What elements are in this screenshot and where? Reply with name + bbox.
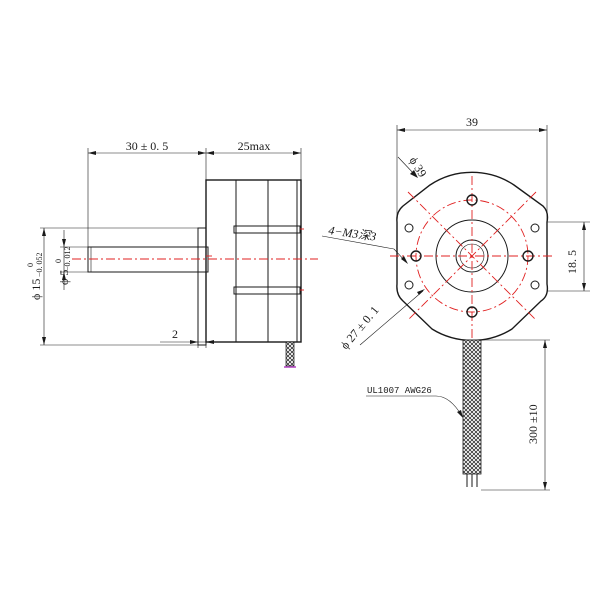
arrowhead: [62, 272, 66, 280]
arrowhead: [543, 482, 547, 490]
boss-diameter-label: ϕ 15 0 −0. 052: [26, 252, 44, 300]
lead-length-label-group: 300 ±10: [526, 404, 540, 444]
arrowhead: [401, 256, 408, 264]
boss-height-label: 2: [172, 327, 178, 341]
mount-holes-label: 4−M3深3: [328, 223, 378, 244]
boss-tol-upper: 0: [26, 263, 35, 267]
arrowhead: [417, 289, 425, 295]
boss-tol-lower: −0. 052: [35, 252, 44, 277]
shaft-length-label: 30 ± 0. 5: [126, 139, 169, 153]
mount-hole: [404, 280, 414, 290]
arrowhead: [410, 170, 418, 178]
mount-holes-leader: [321, 235, 395, 250]
shaft: [87, 246, 209, 273]
arrowhead: [198, 151, 206, 155]
arrowhead: [293, 151, 301, 155]
arrowhead: [582, 283, 586, 291]
dim-bolt-circle-line: [359, 290, 424, 346]
bolt-hole: [522, 250, 534, 262]
frame-diameter-label-group: ϕ 39: [406, 154, 429, 180]
mount-hole: [404, 223, 414, 233]
wire-spec-label: UL1007 AWG26: [367, 386, 432, 396]
body-length-label: 25max: [238, 139, 271, 153]
arrowhead: [206, 151, 214, 155]
screw-rod-top: [233, 225, 301, 234]
flat-height-label-group: 18. 5: [565, 250, 579, 274]
boss: [197, 227, 207, 346]
shaft-diameter-label: ϕ 5 0 −0. 012: [54, 246, 72, 285]
arrowhead: [42, 228, 46, 236]
arrowhead: [62, 239, 66, 247]
frame-width-label: 39: [466, 115, 478, 129]
front-view: 39 ϕ 39 4−M3深3 ϕ 27 ± 0. 1 18. 5: [321, 115, 590, 491]
shaft-tol-upper: 0: [54, 259, 63, 263]
arrowhead: [543, 340, 547, 348]
bolt-circle-label: ϕ 27 ± 0. 1: [338, 303, 382, 352]
arrowhead: [539, 128, 547, 132]
lead-length-label: 300 ±10: [526, 404, 540, 444]
arrowhead: [397, 128, 405, 132]
mount-hole: [530, 223, 540, 233]
front-centerline-diag: [407, 191, 537, 321]
arrowhead: [88, 151, 96, 155]
shaft-diameter-main: ϕ 5: [57, 270, 71, 285]
side-view: 30 ± 0. 5 25max ϕ 15 0 −0. 052 ϕ 5 0 −0.…: [26, 139, 318, 368]
motor-body: [205, 179, 302, 343]
bolt-hole: [466, 194, 478, 206]
boss-diameter-main: ϕ 15: [29, 279, 43, 300]
arrowhead: [190, 340, 198, 344]
mount-hole: [530, 280, 540, 290]
bolt-hole: [466, 306, 478, 318]
side-lead-wire: [285, 341, 295, 367]
screw-rod-bottom: [233, 286, 301, 295]
flat-height-label: 18. 5: [565, 250, 579, 274]
arrowhead: [206, 340, 214, 344]
flange-outline: [396, 171, 549, 342]
shaft-tol-lower: −0. 012: [63, 246, 72, 271]
lead-wire-bundle: [462, 339, 482, 475]
arrowhead: [582, 222, 586, 230]
arrowhead: [457, 410, 463, 418]
bolt-hole: [410, 250, 422, 262]
arrowhead: [42, 337, 46, 345]
bolt-circle-label-group: ϕ 27 ± 0. 1: [338, 303, 382, 352]
frame-diameter-label: ϕ 39: [406, 154, 429, 180]
